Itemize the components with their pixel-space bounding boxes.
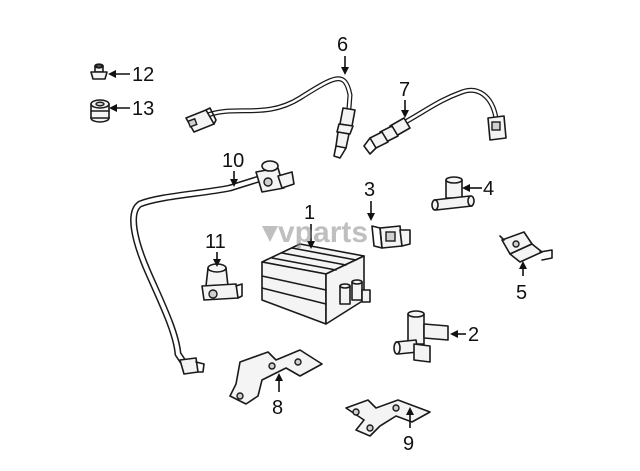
callout-4: 4 xyxy=(462,178,494,200)
callout-2: 2 xyxy=(450,324,479,346)
part-2-purge-valve xyxy=(393,310,449,363)
part-11-valve xyxy=(201,263,243,301)
part-12-nut xyxy=(90,63,108,80)
callout-9: 9 xyxy=(403,407,414,455)
callout-8: 8 xyxy=(272,373,283,419)
vparts-watermark-logo: vparts xyxy=(262,216,368,249)
part-8-bracket xyxy=(229,349,323,405)
callout-5-label: 5 xyxy=(516,282,527,304)
callout-6: 6 xyxy=(337,34,349,75)
callout-1: 1 xyxy=(304,202,315,249)
callout-8-label: 8 xyxy=(272,397,283,419)
part-5-solenoid-valve xyxy=(499,231,553,263)
callout-11: 11 xyxy=(205,231,226,267)
callout-13: 13 xyxy=(109,98,154,120)
part-10-vapor-hose xyxy=(130,160,295,375)
callout-3-label: 3 xyxy=(364,179,375,201)
callout-12: 12 xyxy=(108,64,154,86)
part-13-grommet xyxy=(90,99,110,123)
callout-3: 3 xyxy=(364,179,375,221)
callout-9-label: 9 xyxy=(403,433,414,455)
callout-7-label: 7 xyxy=(399,79,410,101)
callout-13-label: 13 xyxy=(132,98,154,120)
part-7-oxygen-sensor xyxy=(363,87,507,155)
part-4-tee-fitting xyxy=(431,176,475,211)
callout-4-label: 4 xyxy=(483,178,494,200)
callout-10: 10 xyxy=(222,150,244,187)
callout-2-label: 2 xyxy=(468,324,479,346)
callout-10-label: 10 xyxy=(222,150,244,172)
part-6-oxygen-sensor xyxy=(185,76,356,159)
part-9-bracket xyxy=(345,399,431,437)
watermark-text: vparts xyxy=(278,216,368,249)
callout-5: 5 xyxy=(516,261,527,304)
callout-6-label: 6 xyxy=(337,34,348,56)
callout-12-label: 12 xyxy=(132,64,154,86)
part-1-canister xyxy=(261,243,371,325)
callout-7: 7 xyxy=(399,79,410,118)
callout-1-label: 1 xyxy=(304,202,315,224)
callout-11-label: 11 xyxy=(205,231,226,253)
part-3-connector xyxy=(371,225,411,249)
